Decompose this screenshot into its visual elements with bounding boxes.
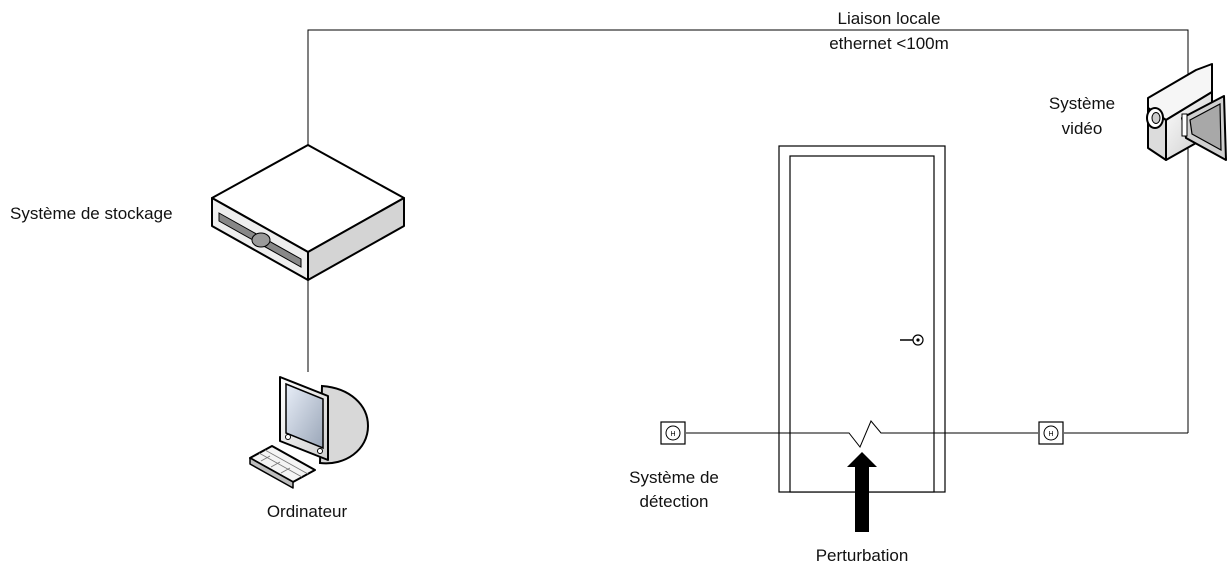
computer-label: Ordinateur xyxy=(267,502,348,521)
detection-label-line2: détection xyxy=(640,492,709,511)
ethernet-link xyxy=(307,29,1189,434)
door-icon xyxy=(778,145,946,493)
sensor-glyph: H xyxy=(1048,431,1053,438)
link-label-line2: ethernet <100m xyxy=(829,34,949,53)
detection-label-line1: Système de xyxy=(629,468,719,487)
disturbance-arrow-icon xyxy=(847,452,877,532)
desktop-computer-icon xyxy=(249,376,370,489)
storage-label: Système de stockage xyxy=(10,204,173,223)
video-label-line2: vidéo xyxy=(1062,119,1103,138)
sensor-glyph: H xyxy=(670,431,675,438)
link-label-line1: Liaison locale xyxy=(837,9,940,28)
detection-beam xyxy=(686,420,1038,448)
detection-sensor-icon: H xyxy=(1038,421,1064,445)
network-storage-device-icon xyxy=(211,144,405,281)
video-camera-icon xyxy=(1146,63,1227,161)
detection-sensor-icon: H xyxy=(660,421,686,445)
disturbance-label: Perturbation xyxy=(816,546,909,565)
video-label-line1: Système xyxy=(1049,94,1115,113)
